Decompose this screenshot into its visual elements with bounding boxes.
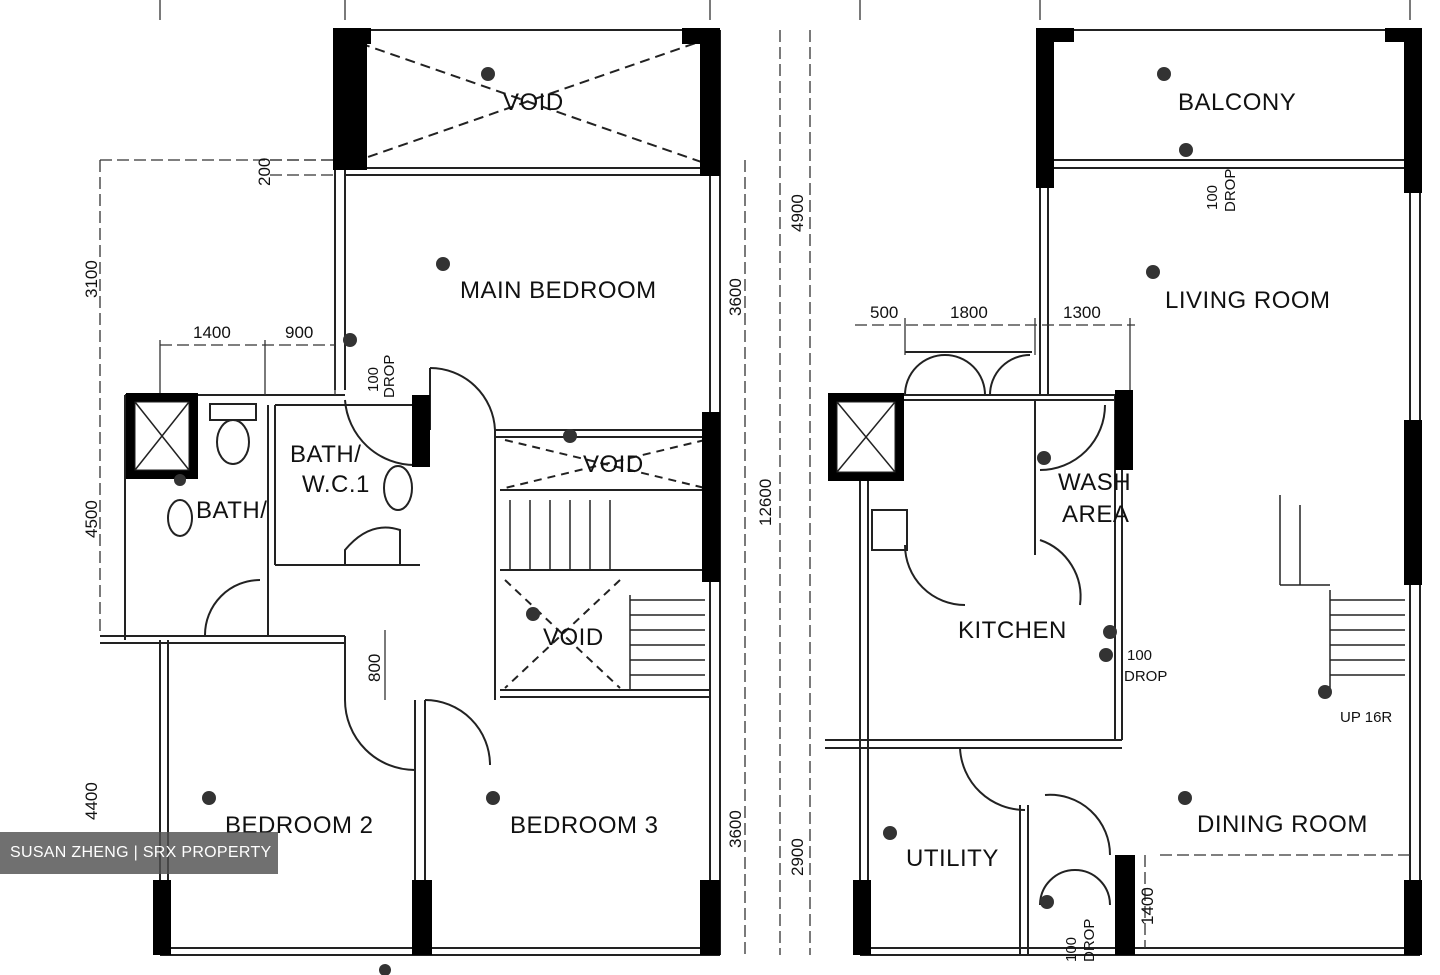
utility-label: UTILITY (906, 845, 999, 872)
column (700, 880, 720, 955)
drop4-label: DROP (1081, 919, 1098, 962)
ceiling-point-markers (174, 67, 1332, 975)
bath-wc1-label-line2: W.C.1 (302, 471, 370, 498)
dim-1300: 1300 (1063, 303, 1101, 322)
dim-3600-lower: 3600 (726, 810, 745, 848)
dining-room-label: DINING ROOM (1197, 811, 1368, 838)
column (1036, 28, 1054, 188)
dim-4400: 4400 (82, 782, 101, 820)
column (412, 880, 432, 955)
column (1404, 28, 1422, 193)
drop1-value: 100 (365, 367, 382, 392)
wash-area-label-line2: AREA (1062, 501, 1129, 528)
dim-1400-left: 1400 (193, 323, 231, 342)
dim-2900: 2900 (788, 838, 807, 876)
column (1404, 420, 1422, 585)
drop4-value: 100 (1063, 937, 1080, 962)
dim-4500: 4500 (82, 500, 101, 538)
watermark-banner: SUSAN ZHENG | SRX PROPERTY (0, 832, 278, 874)
dim-12600: 12600 (756, 479, 775, 526)
main-bedroom-label: MAIN BEDROOM (460, 277, 657, 304)
column (333, 28, 371, 44)
column (412, 395, 430, 467)
dim-4900: 4900 (788, 194, 807, 232)
void-top-label: VOID (503, 89, 564, 116)
column (1036, 28, 1074, 42)
dim-3100: 3100 (82, 260, 101, 298)
stairs-label: UP 16R (1340, 709, 1392, 726)
column (153, 880, 171, 955)
dim-900: 900 (285, 323, 313, 342)
drop3-label: DROP (1124, 668, 1167, 685)
dim-200: 200 (255, 158, 274, 186)
dim-1800: 1800 (950, 303, 988, 322)
column (333, 28, 367, 170)
dim-500: 500 (870, 303, 898, 322)
dim-800: 800 (365, 654, 384, 682)
column (700, 28, 720, 176)
kitchen-label: KITCHEN (958, 617, 1067, 644)
living-room-label: LIVING ROOM (1165, 287, 1331, 314)
balcony-label: BALCONY (1178, 89, 1296, 116)
column (1404, 880, 1422, 955)
column (702, 412, 720, 582)
service-shaft (126, 393, 198, 479)
bath-wc2-label: BATH/ (196, 497, 267, 524)
bath-wc1-label-line1: BATH/ (290, 441, 361, 468)
drop3-value: 100 (1127, 647, 1152, 664)
dim-1400-right: 1400 (1138, 887, 1157, 925)
wash-area-label-line1: WASH (1058, 469, 1131, 496)
drop1-label: DROP (381, 355, 398, 398)
column (1115, 390, 1133, 470)
dim-3600-upper: 3600 (726, 278, 745, 316)
void-low-label: VOID (543, 624, 604, 651)
bedroom3-label: BEDROOM 3 (510, 812, 659, 839)
drop2-value: 100 (1204, 185, 1221, 210)
service-shaft (828, 393, 904, 481)
drop2-label: DROP (1222, 169, 1239, 212)
void-mid-label: VOID (583, 451, 644, 478)
column (1115, 855, 1135, 955)
column (853, 880, 871, 955)
